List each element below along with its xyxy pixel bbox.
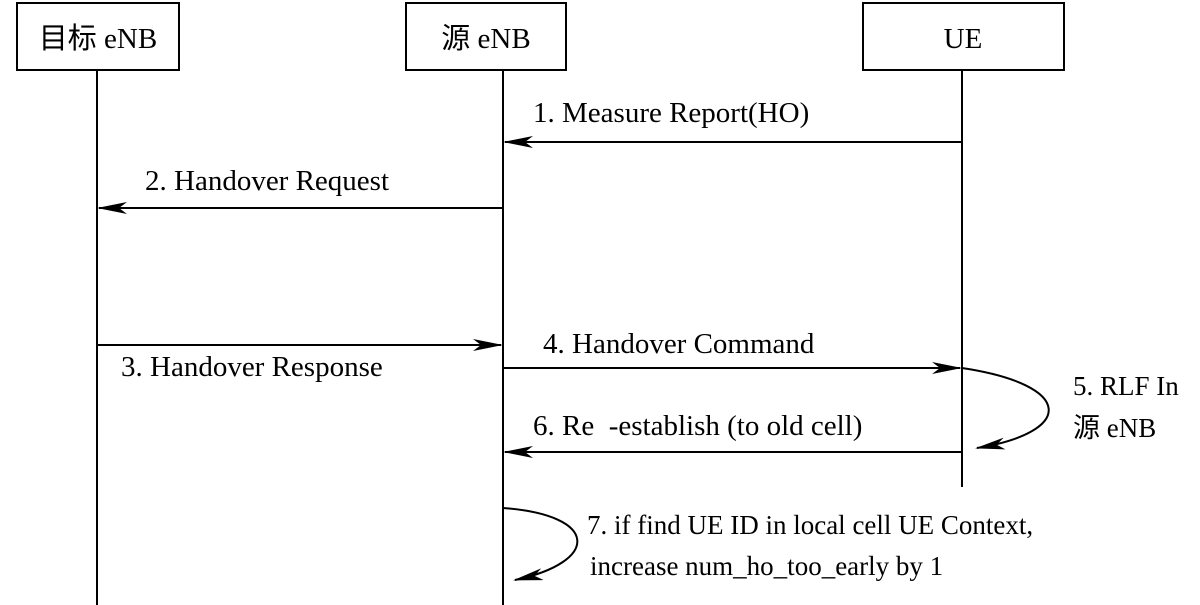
note-rlf-line-2: 源 eNB bbox=[1073, 413, 1156, 443]
message-handover-command-label: 4. Handover Command bbox=[543, 328, 815, 360]
participant-source-enb: 源 eNB bbox=[405, 2, 567, 71]
participant-target-label: 目标 eNB bbox=[39, 22, 157, 55]
message-measure-report-label: 1. Measure Report(HO) bbox=[533, 97, 809, 129]
note-increase-counter-line-1: 7. if find UE ID in local cell UE Contex… bbox=[587, 510, 1033, 540]
note-increase-counter-self-arrow bbox=[502, 507, 579, 581]
message-re-establish: 6. Re -establish (to old cell) bbox=[503, 410, 962, 458]
message-handover-request: 2. Handover Request bbox=[97, 165, 503, 214]
message-measure-report: 1. Measure Report(HO) bbox=[503, 97, 962, 148]
participant-ue-box bbox=[862, 2, 1065, 71]
message-handover-command: 4. Handover Command bbox=[503, 328, 962, 374]
note-rlf-in-source: 5. RLF In 源 eNB bbox=[961, 367, 1179, 450]
message-re-establish-label: 6. Re -establish (to old cell) bbox=[533, 410, 862, 442]
note-increase-counter-line-2: increase num_ho_too_early by 1 bbox=[590, 551, 943, 581]
message-handover-request-label: 2. Handover Request bbox=[145, 165, 389, 197]
note-rlf-line-1: 5. RLF In bbox=[1073, 371, 1179, 401]
note-increase-counter: 7. if find UE ID in local cell UE Contex… bbox=[502, 507, 1033, 581]
participant-ue-label: UE bbox=[944, 23, 983, 55]
message-handover-response: 3. Handover Response bbox=[97, 339, 503, 383]
participant-source-box bbox=[405, 2, 567, 71]
participant-target-enb: 目标 eNB bbox=[16, 2, 180, 71]
note-rlf-self-arrow bbox=[961, 367, 1050, 450]
participant-ue: UE bbox=[862, 2, 1065, 71]
participant-target-box bbox=[16, 2, 180, 71]
participant-source-label: 源 eNB bbox=[441, 22, 530, 55]
message-handover-response-label: 3. Handover Response bbox=[121, 351, 383, 383]
